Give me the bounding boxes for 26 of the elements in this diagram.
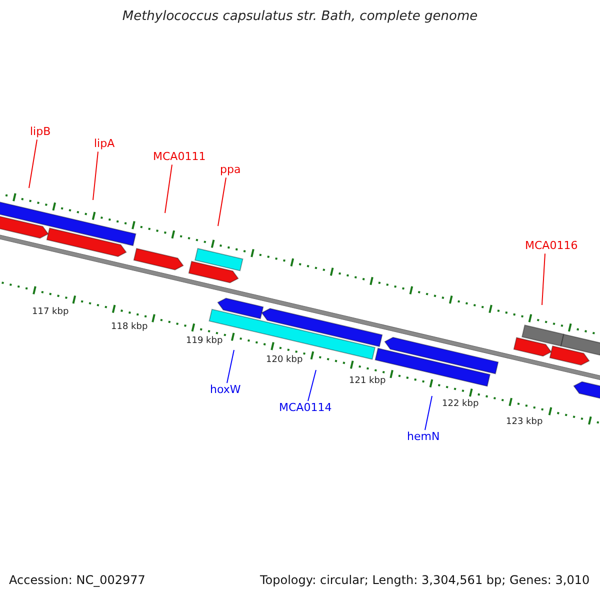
- scale-label: 119 kbp: [186, 336, 223, 346]
- leader-line: [424, 396, 432, 430]
- leader-line: [164, 164, 172, 214]
- leader-line: [218, 177, 226, 226]
- title: Methylococcus capsulatus str. Bath, complete genome: [121, 10, 479, 25]
- leader-line: [92, 151, 98, 200]
- footer-text: Accession: NC_002977: [9, 574, 146, 588]
- leader-line: [28, 139, 38, 188]
- leader-line: [226, 350, 234, 384]
- leader-line: [308, 370, 316, 402]
- gene-label: lipA: [94, 138, 115, 151]
- gene-label: ppa: [220, 164, 241, 177]
- scale-label: 120 kbp: [266, 355, 303, 366]
- leader-line: [542, 253, 546, 306]
- scale-label: 122 kbp: [442, 399, 479, 410]
- gene-label: MCA0111: [153, 151, 206, 164]
- scale-label: 123 kbp: [506, 417, 543, 428]
- gene-label: MCA0114: [279, 402, 332, 415]
- footer-text: Topology: circular; Length: 3,304,561 bp; Genes: 3,010: [260, 574, 590, 588]
- gene-label: lipB: [30, 126, 51, 139]
- gene-label: hoxW: [210, 384, 241, 397]
- scale-label: 121 kbp: [349, 376, 386, 386]
- gene-label: MCA0116: [525, 240, 578, 253]
- scale-label: 118 kbp: [111, 322, 148, 332]
- scale-label: 117 kbp: [32, 307, 69, 318]
- gene-label: hemN: [407, 431, 440, 444]
